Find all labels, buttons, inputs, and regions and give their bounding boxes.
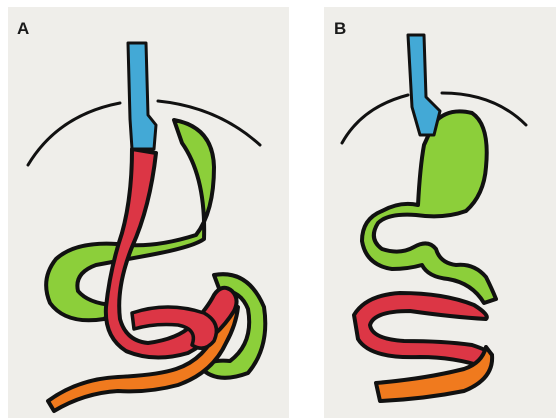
panel-a: A [8,7,289,418]
diaphragm-left-arc [342,95,408,143]
diagram-b [324,7,556,418]
panel-b: B [324,7,556,418]
esophagus [128,43,156,149]
diaphragm-left-arc [28,103,120,165]
esophagus [408,35,440,135]
diagram-a [8,7,289,418]
green-limb [362,111,496,303]
red-limb [354,293,492,367]
